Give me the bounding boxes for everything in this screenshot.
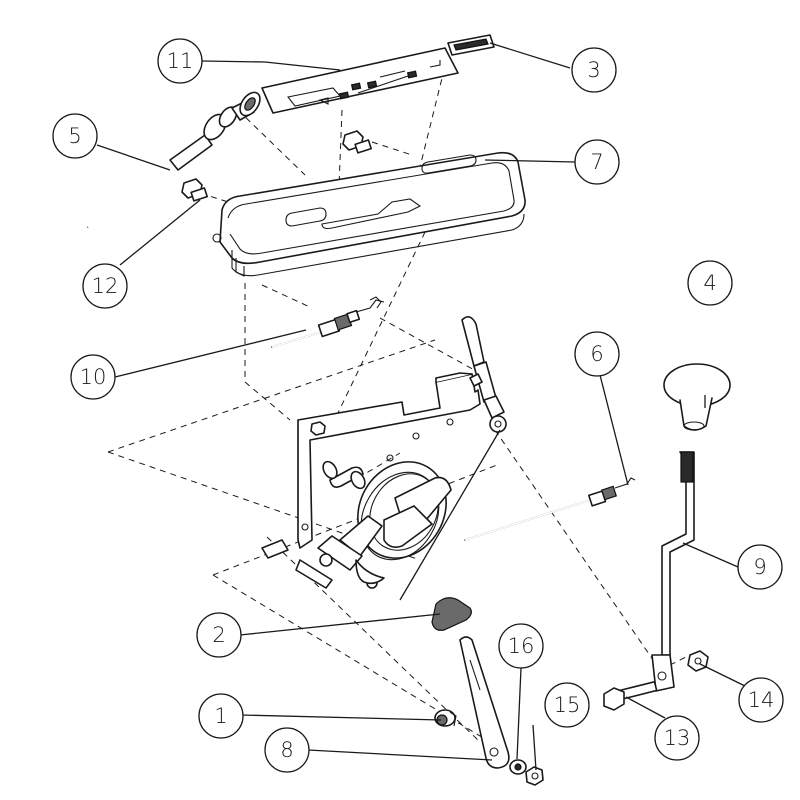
clutch-cable [464,477,636,541]
hex-nut-right [687,650,709,672]
callout-10-label: 10 [80,365,107,389]
hex-bolt-lower [603,680,658,711]
bushing [434,709,457,727]
callout-8-label: 8 [280,738,293,762]
callout-16: 16 [498,623,544,669]
callout-7-label: 7 [590,150,603,174]
washer [509,759,527,775]
callout-2: 2 [196,612,242,658]
cover-bolt-center [342,130,373,154]
callout-11: 11 [157,38,203,84]
callout-1-label: 1 [214,704,227,728]
callout-9-label: 9 [753,555,766,579]
callout-15: 15 [544,682,590,728]
callout-3-label: 3 [587,58,600,82]
callout-10: 10 [70,354,116,400]
decal-plate [261,47,459,114]
callout-16-label: 16 [508,634,535,658]
callout-6-label: 6 [590,342,603,366]
shift-lever [651,451,695,692]
hex-nut-lower [525,766,544,786]
callout-14: 14 [738,677,784,723]
callout-12-label: 12 [92,274,119,298]
callout-12: 12 [82,263,128,309]
lever-grip [431,597,472,631]
callout-2-label: 2 [212,623,225,647]
callout-1: 1 [198,693,244,739]
shifter-cover [212,151,526,277]
callout-13-label: 13 [664,726,691,750]
callout-7: 7 [574,139,620,185]
brake-lever-arm [459,636,510,769]
upper-lever [461,316,507,433]
callout-15-label: 15 [554,693,581,717]
callout-9: 9 [737,544,783,590]
shifter-bracket-assembly [261,372,481,589]
shift-knob [663,363,731,431]
callout-14-label: 14 [748,688,775,712]
callout-11-label: 11 [167,49,194,73]
warning-label [447,34,495,56]
callout-3: 3 [571,47,617,93]
choke-cable [271,296,385,348]
callout-5: 5 [52,113,98,159]
callout-6: 6 [574,331,620,377]
callout-4: 4 [687,260,733,306]
callout-4-label: 4 [703,271,716,295]
callout-13: 13 [654,715,700,761]
callout-8: 8 [264,727,310,773]
leader-lines [96,42,746,771]
callout-5-label: 5 [68,124,81,148]
cover-bolt-left [181,178,209,202]
throttle-cable [87,91,261,228]
